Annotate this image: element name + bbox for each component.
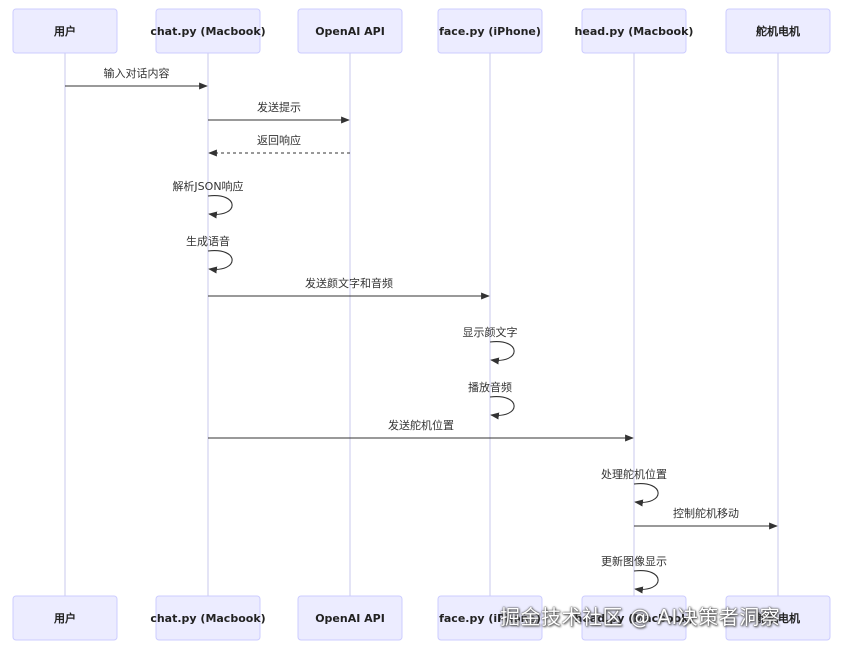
actor-label: 用户: [54, 24, 76, 38]
message-label: 更新图像显示: [601, 554, 667, 568]
message-4: 解析JSON响应: [172, 179, 244, 219]
actor-head-bottom: head.py (Macbook): [575, 595, 694, 641]
actor-box: [12, 8, 118, 54]
message-label: 返回响应: [257, 133, 301, 147]
message-9: 发送舵机位置: [208, 418, 634, 442]
message-label: 解析JSON响应: [172, 179, 243, 193]
actor-openai-bottom: OpenAI API: [297, 595, 403, 641]
actor-face-bottom: face.py (iPhone): [437, 595, 543, 641]
message-12: 更新图像显示: [601, 554, 667, 594]
actor-box: [297, 595, 403, 641]
self-message-arrow: [489, 396, 515, 420]
watermark-text: 掘金技术社区 @ AI决策者洞察: [500, 605, 781, 629]
message-11: 控制舵机移动: [634, 506, 778, 530]
actor-label: 舵机电机: [756, 611, 800, 625]
message-7: 显示颜文字: [463, 325, 518, 365]
self-message-arrow: [207, 195, 233, 219]
actor-box: [581, 595, 687, 641]
actor-face-top: face.py (iPhone): [437, 8, 543, 54]
actor-label: OpenAI API: [315, 25, 385, 38]
message-10: 处理舵机位置: [601, 467, 667, 507]
actor-label: head.py (Macbook): [575, 612, 694, 625]
message-6: 发送颜文字和音频: [208, 276, 490, 300]
actor-openai-top: OpenAI API: [297, 8, 403, 54]
actor-box: [437, 8, 543, 54]
actor-box: [581, 8, 687, 54]
message-label: 发送提示: [257, 100, 301, 114]
self-message-arrow: [633, 570, 659, 594]
actor-servo-bottom: 舵机电机: [725, 595, 831, 641]
actor-box: [725, 8, 831, 54]
actor-label: 舵机电机: [756, 24, 800, 38]
actor-box: [155, 8, 261, 54]
actor-box: [155, 595, 261, 641]
actor-label: head.py (Macbook): [575, 25, 694, 38]
actor-label: chat.py (Macbook): [150, 612, 265, 625]
message-2: 发送提示: [208, 100, 350, 124]
actor-servo-top: 舵机电机: [725, 8, 831, 54]
actor-box: [297, 8, 403, 54]
actor-head-top: head.py (Macbook): [575, 8, 694, 54]
actor-label: face.py (iPhone): [439, 612, 541, 625]
message-label: 播放音频: [468, 380, 512, 394]
message-label: 控制舵机移动: [673, 506, 739, 520]
message-1: 输入对话内容: [65, 66, 208, 90]
message-label: 生成语音: [186, 234, 230, 248]
message-5: 生成语音: [186, 234, 233, 274]
message-label: 发送舵机位置: [388, 418, 454, 432]
message-3: 返回响应: [208, 133, 350, 157]
self-message-arrow: [207, 250, 233, 274]
message-label: 处理舵机位置: [601, 467, 667, 481]
self-message-arrow: [633, 483, 659, 507]
message-label: 发送颜文字和音频: [305, 276, 393, 290]
actor-label: OpenAI API: [315, 612, 385, 625]
actor-user-top: 用户: [12, 8, 118, 54]
message-label: 输入对话内容: [104, 66, 170, 80]
actor-label: 用户: [54, 611, 76, 625]
actor-user-bottom: 用户: [12, 595, 118, 641]
message-label: 显示颜文字: [463, 325, 518, 339]
self-message-arrow: [489, 341, 515, 365]
actor-box: [12, 595, 118, 641]
actor-box: [437, 595, 543, 641]
actor-label: chat.py (Macbook): [150, 25, 265, 38]
actor-label: face.py (iPhone): [439, 25, 541, 38]
actor-chat-top: chat.py (Macbook): [150, 8, 266, 54]
actor-box: [725, 595, 831, 641]
message-8: 播放音频: [468, 380, 515, 420]
actor-chat-bottom: chat.py (Macbook): [150, 595, 266, 641]
